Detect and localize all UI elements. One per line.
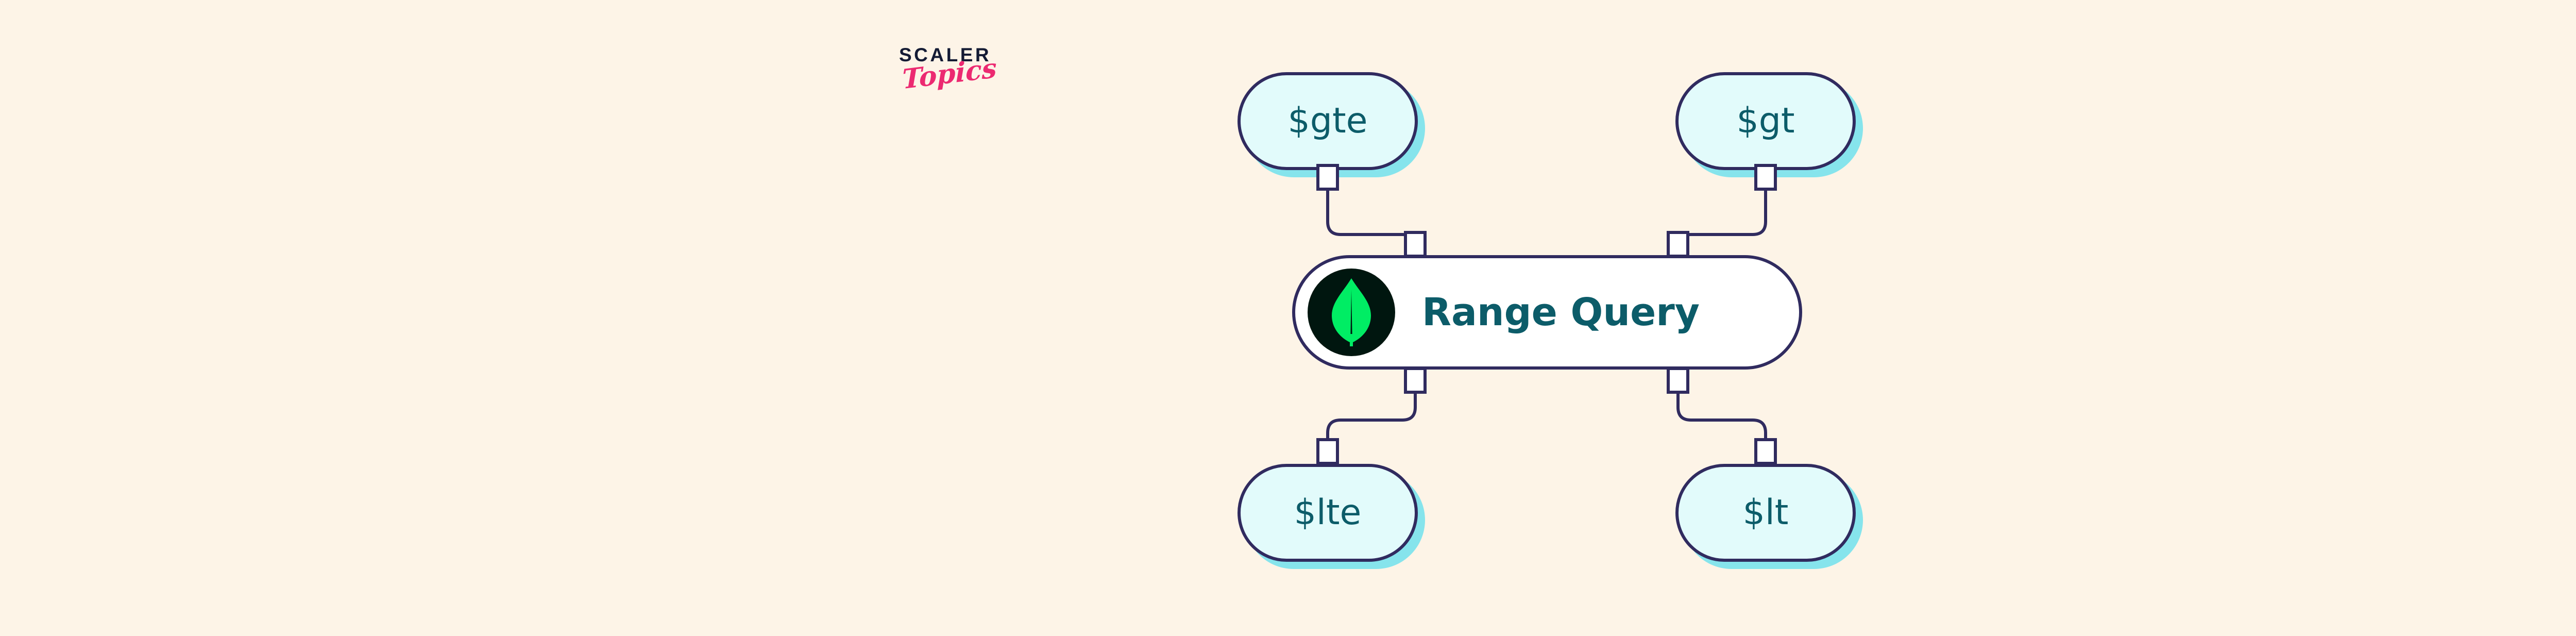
node-gt-label: $gt bbox=[1736, 101, 1795, 141]
handle-center-output-left[interactable] bbox=[1404, 367, 1427, 394]
handle-center-output-right[interactable] bbox=[1667, 367, 1689, 394]
handle-lt-input[interactable] bbox=[1754, 438, 1777, 465]
mongodb-leaf-icon bbox=[1308, 269, 1395, 356]
node-gt[interactable]: $gt bbox=[1675, 72, 1863, 177]
node-lt-label: $lt bbox=[1742, 492, 1789, 533]
handle-center-input-right[interactable] bbox=[1667, 231, 1689, 258]
handle-center-input-left[interactable] bbox=[1404, 231, 1427, 258]
handle-lte-input[interactable] bbox=[1316, 438, 1339, 465]
node-range-query[interactable]: Range Query bbox=[1292, 255, 1802, 370]
node-lt[interactable]: $lt bbox=[1675, 464, 1863, 569]
handle-gt-output[interactable] bbox=[1754, 164, 1777, 191]
scaler-topics-logo: SCALER Topics bbox=[899, 45, 1054, 123]
node-gte-label: $gte bbox=[1287, 101, 1368, 141]
connector-gte-to-center bbox=[1326, 190, 1417, 248]
node-lte-label: $lte bbox=[1294, 492, 1362, 533]
node-gt-body[interactable]: $gt bbox=[1675, 72, 1856, 170]
node-lte-body[interactable]: $lte bbox=[1238, 464, 1418, 562]
node-range-query-label: Range Query bbox=[1422, 290, 1700, 334]
connector-center-to-lt bbox=[1676, 393, 1767, 465]
node-gte[interactable]: $gte bbox=[1238, 72, 1425, 177]
node-lte[interactable]: $lte bbox=[1238, 464, 1425, 569]
handle-gte-output[interactable] bbox=[1316, 164, 1339, 191]
logo-scaler-wordmark: SCALER bbox=[899, 44, 992, 65]
node-gte-body[interactable]: $gte bbox=[1238, 72, 1418, 170]
connector-center-to-lte bbox=[1326, 393, 1417, 465]
connector-gt-to-center bbox=[1676, 190, 1767, 248]
node-lt-body[interactable]: $lt bbox=[1675, 464, 1856, 562]
